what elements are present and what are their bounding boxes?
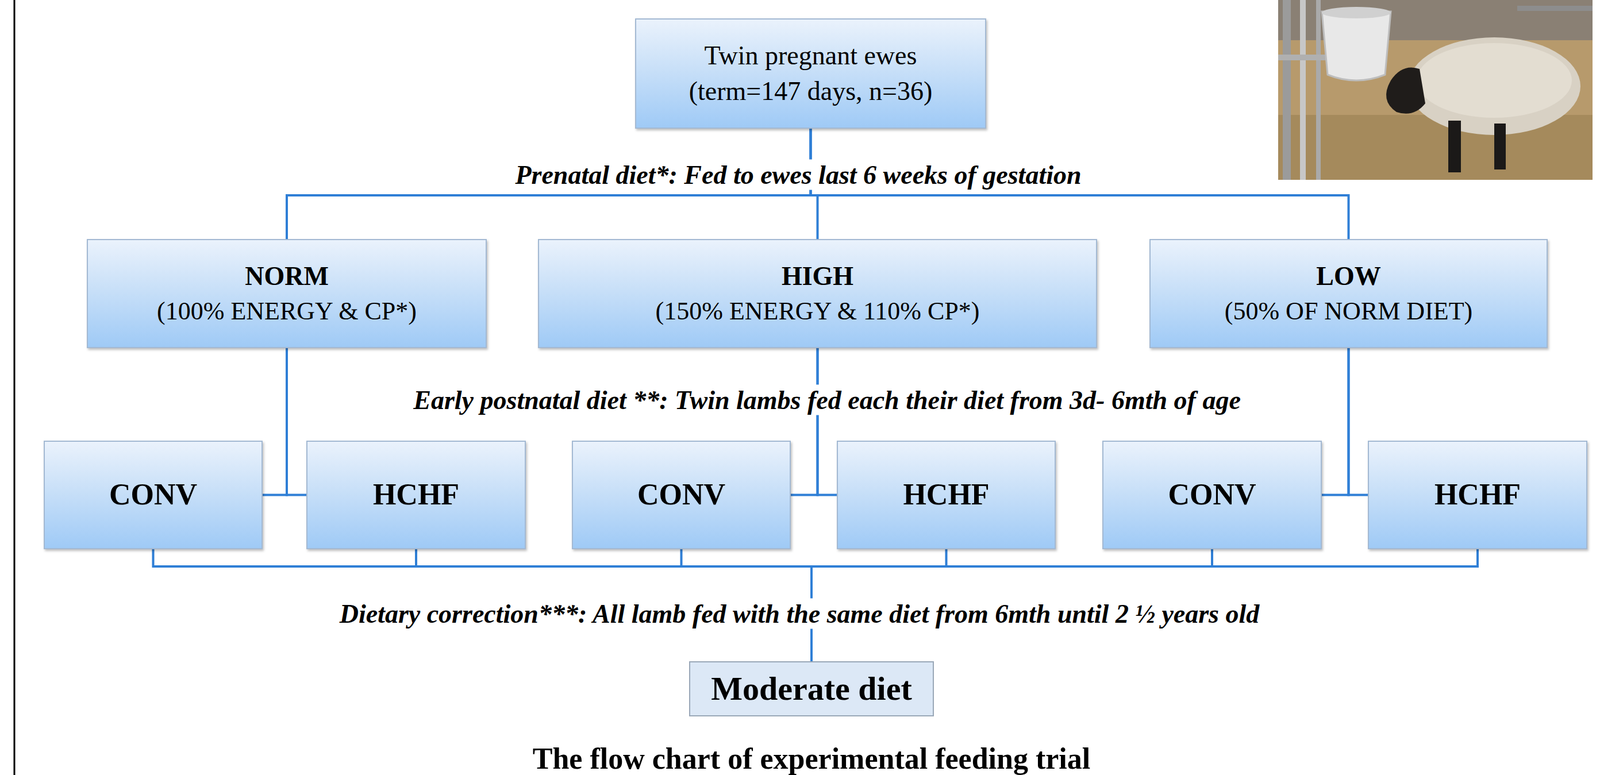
box-body: (term=147 days, n=36) — [689, 73, 933, 110]
box-heading: CONV — [109, 474, 198, 515]
connector-line — [1348, 348, 1369, 496]
connector-line — [790, 348, 818, 496]
box-heading: CONV — [1167, 474, 1256, 515]
box-heading: NORM — [244, 258, 329, 295]
box-heading: HIGH — [781, 258, 854, 295]
group-box: LOW(50% OF NORM DIET) — [1149, 239, 1548, 349]
note-label: Dietary correction***: All lamb fed with… — [332, 598, 1267, 630]
border-line — [13, 0, 16, 775]
box-heading: LOW — [1316, 258, 1381, 295]
figure-caption: The flow chart of experimental feeding t… — [532, 741, 1091, 775]
diet-box: CONV — [1102, 440, 1322, 550]
sheep-photo — [1278, 0, 1593, 180]
box-heading: Moderate diet — [710, 666, 912, 712]
group-box: HIGH(150% ENERGY & 110% CP*) — [537, 239, 1098, 349]
box-heading: HCHF — [1434, 474, 1521, 515]
box-heading: HCHF — [902, 474, 990, 515]
diet-box: HCHF — [836, 440, 1056, 550]
connector-line — [262, 348, 287, 496]
diet-box: HCHF — [306, 440, 526, 550]
source-box: Twin pregnant ewes(term=147 days, n=36) — [635, 18, 987, 129]
connector-line — [1321, 348, 1349, 496]
final-diet-box: Moderate diet — [689, 661, 934, 717]
connector-line — [286, 348, 307, 496]
box-heading: Twin pregnant ewes — [704, 37, 918, 74]
note-label: Early postnatal diet **: Twin lambs fed … — [406, 385, 1248, 416]
group-box: NORM(100% ENERGY & CP*) — [86, 239, 487, 349]
note-label: Prenatal diet*: Fed to ewes last 6 weeks… — [508, 159, 1088, 191]
box-heading: HCHF — [372, 474, 460, 515]
box-body: (100% ENERGY & CP*) — [156, 294, 417, 329]
box-heading: CONV — [637, 474, 726, 515]
box-body: (150% ENERGY & 110% CP*) — [655, 294, 980, 329]
diet-box: HCHF — [1367, 440, 1588, 550]
connector-line — [817, 348, 838, 496]
diet-box: CONV — [43, 440, 263, 550]
box-body: (50% OF NORM DIET) — [1224, 294, 1473, 329]
diet-box: CONV — [571, 440, 791, 550]
